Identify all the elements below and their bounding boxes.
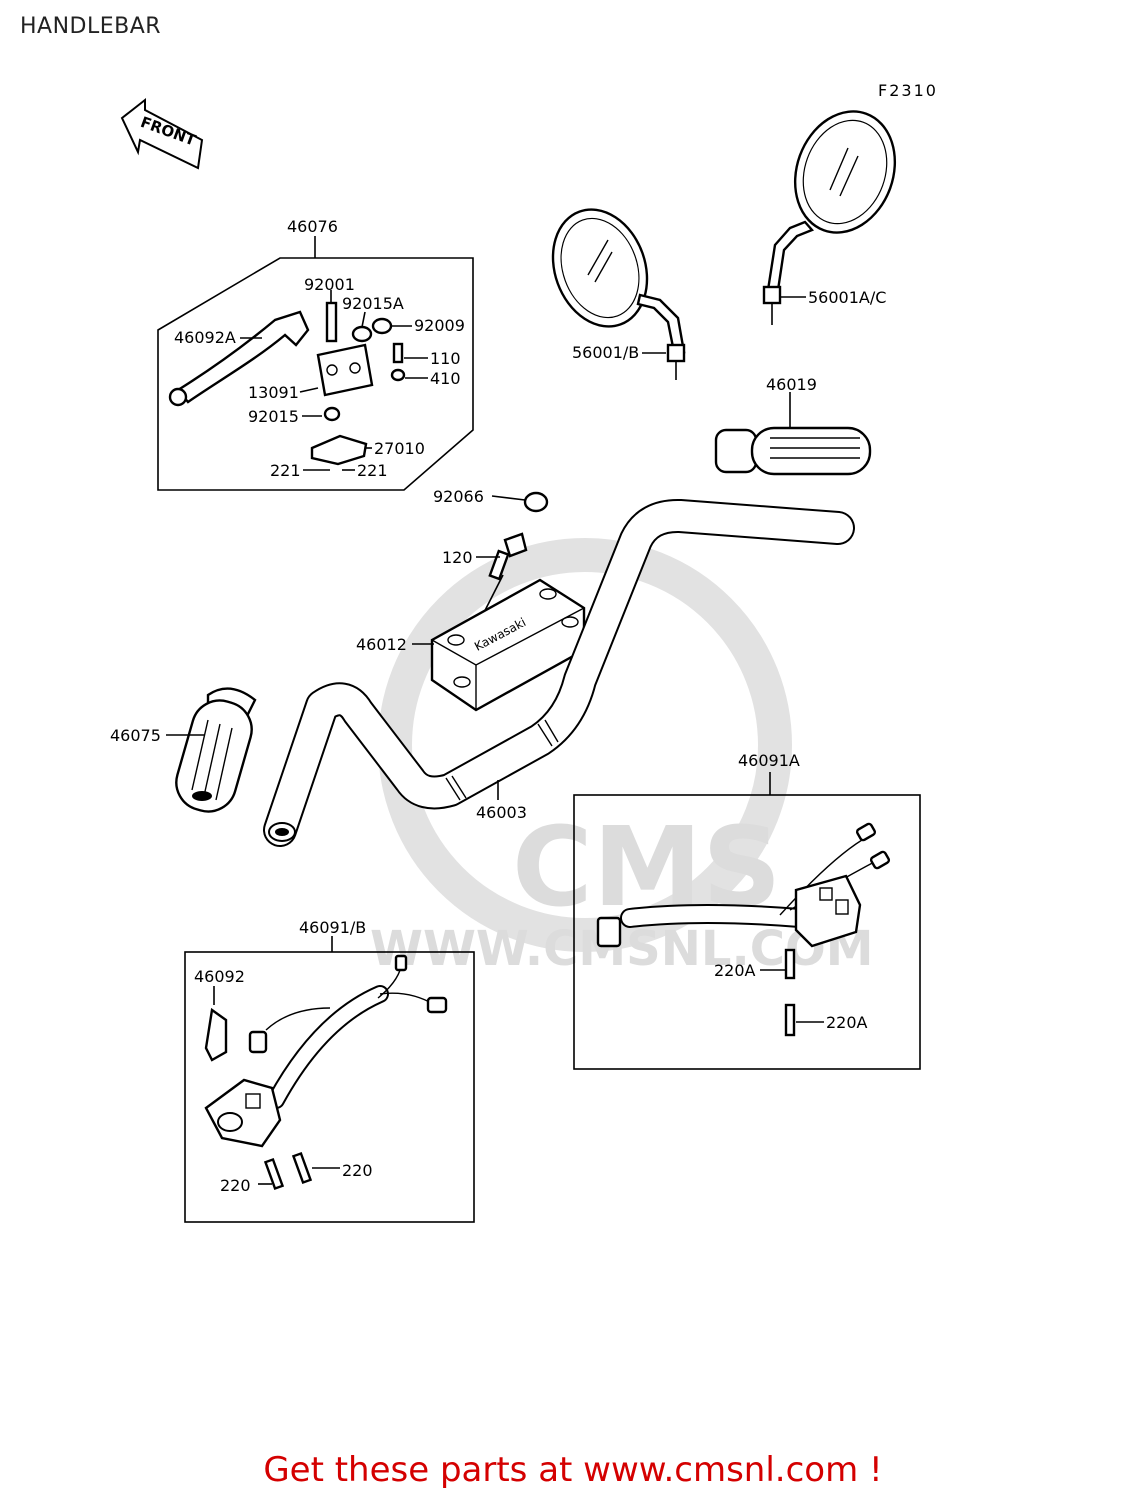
mirror-right-group: 56001A/C: [762, 110, 897, 325]
label-220-right: 220: [342, 1161, 373, 1180]
label-220-left: 220: [220, 1176, 251, 1195]
label-46091A: 46091A: [738, 751, 800, 770]
label-92015: 92015: [248, 407, 299, 426]
holder-bolts-group: 92066 120: [433, 487, 549, 641]
figure-code: F2310: [878, 81, 938, 100]
label-46092A: 46092A: [174, 328, 236, 347]
label-46091B: 46091/B: [299, 918, 366, 937]
label-46003: 46003: [476, 803, 527, 822]
label-92001: 92001: [304, 275, 355, 294]
label-220A-upper: 220A: [714, 961, 756, 980]
label-92015A: 92015A: [342, 294, 404, 313]
label-92009: 92009: [414, 316, 465, 335]
label-46012: 46012: [356, 635, 407, 654]
lever-assembly-group: 46076 46092A 92001 92015A 92009 110 410: [157, 217, 474, 491]
page-title: HANDLEBAR: [20, 14, 162, 39]
label-110: 110: [430, 349, 461, 368]
right-switch-group: 46091A 220A 220A: [573, 751, 921, 1070]
label-13091: 13091: [248, 383, 299, 402]
label-220A-lower: 220A: [826, 1013, 868, 1032]
label-46019: 46019: [766, 375, 817, 394]
label-410: 410: [430, 369, 461, 388]
left-switch-group: 46091/B 46092 220 220: [184, 918, 475, 1223]
label-221-left: 221: [270, 461, 301, 480]
handlebar-group: 46003: [263, 499, 855, 847]
mirror-left-group: 56001/B: [551, 208, 686, 380]
label-56001AC: 56001A/C: [808, 288, 886, 307]
footer-link[interactable]: Get these parts at www.cmsnl.com !: [263, 1450, 883, 1490]
front-arrow-icon: FRONT: [120, 97, 204, 170]
right-grip-group: 46019: [714, 375, 872, 476]
parts-diagram: CMS WWW.CMSNL.COM F2310 FRONT 46076 4609…: [110, 81, 938, 1223]
label-120: 120: [442, 548, 473, 567]
label-56001B: 56001/B: [572, 343, 639, 362]
label-46092: 46092: [194, 967, 245, 986]
label-27010: 27010: [374, 439, 425, 458]
left-grip-group: 46075: [110, 687, 257, 813]
label-46076: 46076: [287, 217, 338, 236]
label-92066: 92066: [433, 487, 484, 506]
label-46075: 46075: [110, 726, 161, 745]
label-221-right: 221: [357, 461, 388, 480]
